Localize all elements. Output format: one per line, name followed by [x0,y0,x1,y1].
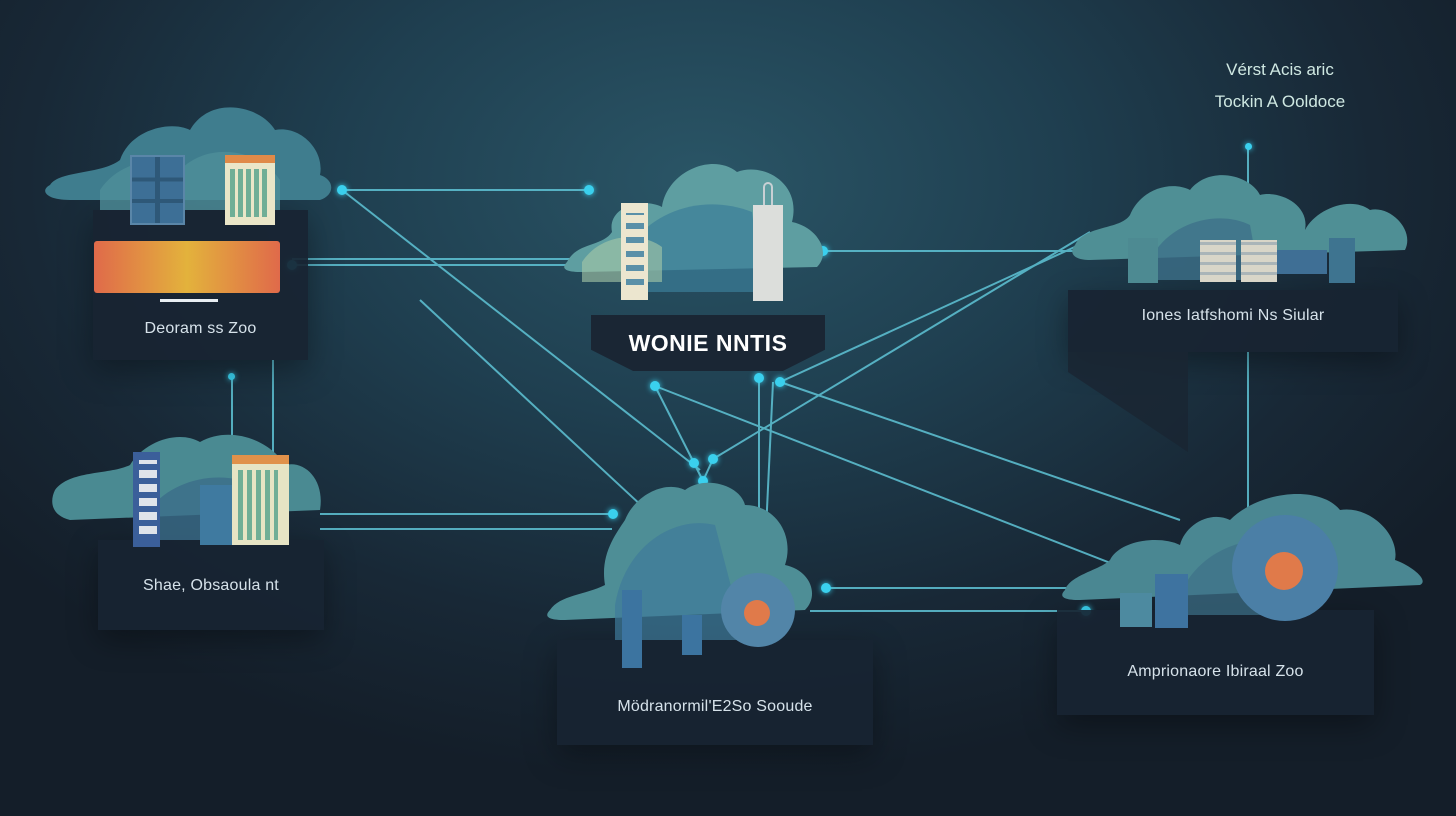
node-dot[interactable] [689,458,699,468]
node-label-2: Shae, Obsaoula nt [143,577,279,594]
monitor-icon [94,241,280,293]
node-label-3: Iones Iatfshomi Ns Siular [1141,307,1325,324]
node-dot[interactable] [1245,143,1252,150]
panel-shadow [1068,352,1188,452]
node-panel-3[interactable] [1068,290,1398,352]
cloud-icon [45,107,332,210]
office-building-icon [225,155,275,225]
tower-building-icon [133,452,160,547]
node-label-4: Mödranormil'E2So Sooude [617,698,813,715]
node-dot[interactable] [698,476,708,486]
legend-line-2: Tockin A Ooldoce [1214,92,1346,111]
node-dot[interactable] [821,583,831,593]
map-pin-icon [1265,552,1303,590]
building-icon [130,155,185,225]
node-label-1: Deoram ss Zoo [144,320,257,337]
device-icon [1155,574,1188,628]
node-dot[interactable] [608,509,618,519]
tower-building-icon [621,203,648,300]
node-panel-4[interactable] [557,640,873,745]
node-dot[interactable] [775,377,785,387]
monitor-stand [160,293,218,302]
device-icon [682,615,702,655]
cloud-icon [564,164,823,292]
node-dot[interactable] [708,454,718,464]
server-unit-icon [1277,250,1327,274]
node-label-5: Amprionaore Ibiraal Zoo [1127,663,1304,680]
node-dot[interactable] [818,246,828,256]
node-dot[interactable] [754,373,764,383]
office-building-icon [232,455,289,545]
node-dot[interactable] [228,373,235,380]
server-icon [200,485,232,545]
node-dot[interactable] [584,185,594,195]
server-rack-icon [1200,240,1236,282]
legend: Vérst Acis aric Tockin A Ooldoce [1170,54,1390,118]
tag-icon [1120,593,1152,627]
antenna-icon [763,182,773,205]
server-rack-icon [1241,240,1277,282]
antenna-tower-icon [753,205,783,301]
phone-icon [1329,238,1355,283]
node-panel-2[interactable] [98,540,324,630]
map-pin-icon [744,600,770,626]
legend-line-1: Vérst Acis aric [1226,60,1334,79]
node-panel-5[interactable] [1057,610,1374,715]
diagram-title: WONIE NNTIS [591,315,825,371]
node-dot[interactable] [650,381,660,391]
phone-icon [1128,238,1158,283]
node-dot[interactable] [337,185,347,195]
device-icon [622,590,642,668]
